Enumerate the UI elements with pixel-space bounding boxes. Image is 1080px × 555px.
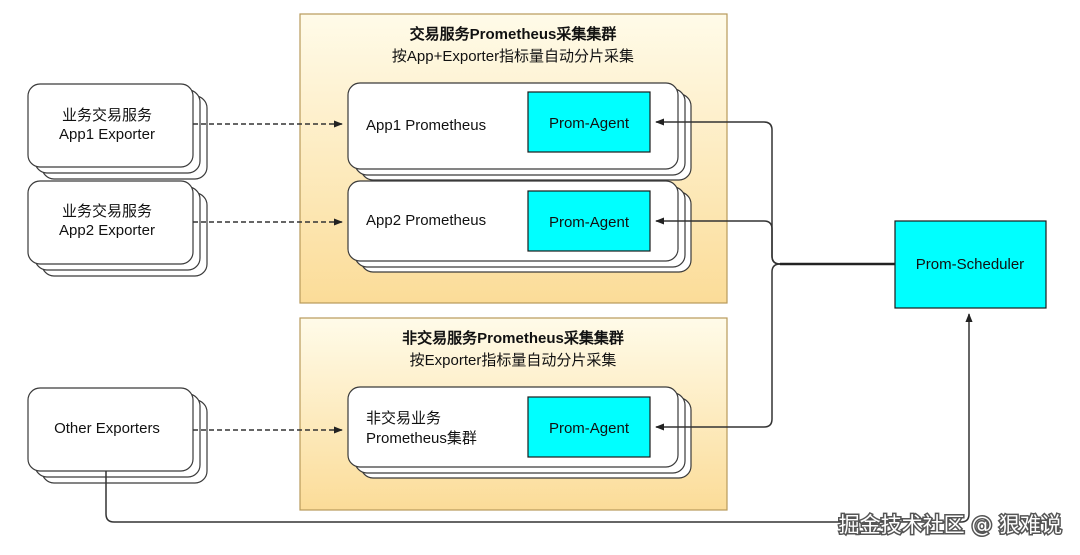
prom-scheduler: Prom-Scheduler xyxy=(894,220,1047,309)
prom-agent-2 xyxy=(527,190,651,252)
prometheus-non-trade-line2: Prometheus集群 xyxy=(366,430,477,447)
exporter-other-label: Other Exporters xyxy=(54,420,160,437)
dispatch-arrow-agent-2 xyxy=(655,217,781,265)
prometheus-app1-label: App1 Prometheus xyxy=(366,117,486,134)
prometheus-app1: App1 Prometheus Prom-Agent xyxy=(347,82,692,181)
exporter-app2-line1: 业务交易服务 xyxy=(62,202,152,220)
prom-agent-3-label: Prom-Agent xyxy=(549,420,630,437)
exporter-app1-line1: 业务交易服务 xyxy=(62,106,152,124)
prom-agent-2-label: Prom-Agent xyxy=(549,214,630,231)
prom-scheduler-label: Prom-Scheduler xyxy=(916,256,1024,273)
dispatch-arrow-agent-3 xyxy=(655,263,781,431)
exporter-app1: 业务交易服务 App1 Exporter xyxy=(27,83,208,180)
non-trade-cluster-subtitle: 按Exporter指标量自动分片采集 xyxy=(410,352,617,369)
exporter-other: Other Exporters xyxy=(27,387,208,484)
prometheus-non-trade-line1: 非交易业务 xyxy=(366,409,441,427)
non-trade-cluster-title: 非交易服务Prometheus采集集群 xyxy=(402,329,624,347)
prometheus-app2: App2 Prometheus Prom-Agent xyxy=(347,180,692,273)
prom-agent-3 xyxy=(527,396,651,458)
prom-agent-1 xyxy=(527,91,651,153)
trade-cluster-title: 交易服务Prometheus采集集群 xyxy=(410,25,617,43)
exporter-app2: 业务交易服务 App2 Exporter xyxy=(27,180,208,277)
prometheus-non-trade: 非交易业务 Prometheus集群 Prom-Agent xyxy=(347,386,692,479)
prometheus-app2-label: App2 Prometheus xyxy=(366,212,486,229)
exporter-app1-line2: App1 Exporter xyxy=(59,126,155,143)
watermark: 掘金技术社区 @ 狠难说 xyxy=(839,513,1062,537)
trade-cluster-subtitle: 按App+Exporter指标量自动分片采集 xyxy=(392,48,634,65)
prom-agent-1-label: Prom-Agent xyxy=(549,115,630,132)
exporter-app2-line2: App2 Exporter xyxy=(59,222,155,239)
register-arrow-scheduler xyxy=(105,313,973,523)
